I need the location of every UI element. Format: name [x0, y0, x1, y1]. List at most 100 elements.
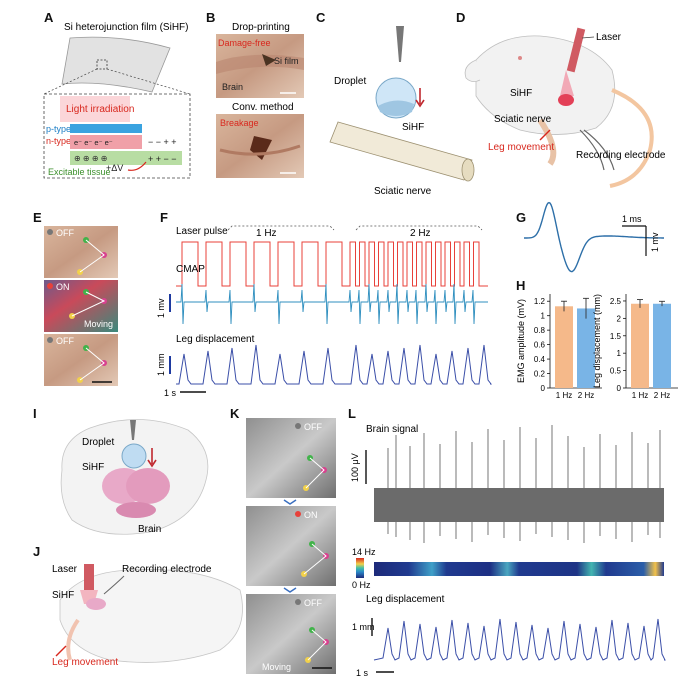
excitable-tissue-label: Excitable tissue — [48, 167, 111, 177]
laser-device — [566, 27, 586, 73]
sihf-title: Si heterojunction film (SiHF) — [64, 22, 188, 33]
x-tick-label: 1 Hz — [632, 391, 648, 400]
panel-letter-j: J — [33, 544, 40, 559]
svg-text:Brain signal: Brain signal — [366, 424, 418, 435]
svg-text:SiHF: SiHF — [402, 122, 424, 133]
y-axis-label: Leg displacement (mm) — [592, 294, 602, 388]
leg-displacement-trace-f — [176, 344, 492, 385]
svg-text:0 Hz: 0 Hz — [352, 580, 371, 590]
svg-text:SiHF: SiHF — [52, 590, 74, 601]
svg-text:+ + − −: + + − − — [148, 154, 177, 164]
x-tick-label: 2 Hz — [654, 391, 670, 400]
light-irradiation-label: Light irradiation — [66, 104, 134, 115]
svg-text:1 mm: 1 mm — [352, 622, 375, 632]
bar-emg-1 — [577, 308, 595, 388]
panel-a-schematic: Si heterojunction film (SiHF) Light irra… — [43, 22, 191, 179]
panel-letter-b: B — [206, 10, 215, 25]
y-tick-label: 1 — [541, 312, 546, 321]
photo-k-on — [246, 506, 336, 586]
excitable-tissue-layer — [70, 151, 182, 165]
panel-l-traces: Brain signal 100 μV 14 Hz 0 Hz Leg displ… — [350, 424, 666, 678]
panel-g-waveform: 1 ms 1 mv — [524, 201, 664, 273]
drop-printing-title: Drop-printing — [232, 22, 290, 33]
svg-text:Brain: Brain — [138, 524, 161, 535]
svg-text:2 Hz: 2 Hz — [410, 228, 431, 239]
bar-leg-1 — [653, 303, 671, 388]
panel-letter-c: C — [316, 10, 326, 25]
svg-text:OFF: OFF — [304, 422, 322, 432]
leg-displacement-trace-l — [373, 618, 666, 661]
svg-text:1 mm: 1 mm — [156, 354, 166, 377]
laser-pulse-trace — [176, 241, 488, 287]
svg-text:1 mv: 1 mv — [650, 232, 660, 252]
n-type-layer — [70, 135, 142, 149]
svg-text:+ΔV: +ΔV — [106, 163, 123, 173]
svg-text:1 mv: 1 mv — [156, 298, 166, 318]
conv-method-title: Conv. method — [232, 102, 294, 113]
y-axis-label: EMG amplitude (mV) — [516, 299, 526, 383]
svg-text:SiHF: SiHF — [510, 88, 532, 99]
y-tick-label: 0 — [617, 384, 622, 393]
y-tick-label: 2 — [617, 314, 622, 323]
photo-e-on — [44, 280, 118, 332]
photo-k-off-2 — [246, 594, 336, 674]
panel-letter-a: A — [44, 10, 54, 25]
y-tick-label: 0.2 — [534, 370, 546, 379]
sihf-film-sheet — [61, 36, 171, 93]
brain-signal-band — [374, 488, 664, 522]
svg-text:14 Hz: 14 Hz — [352, 547, 376, 557]
panel-k-photos: OFF ON OFF Moving — [246, 418, 336, 674]
y-tick-label: 1.5 — [610, 332, 622, 341]
frequency-colorbar — [356, 558, 364, 578]
svg-text:Leg displacement: Leg displacement — [176, 334, 255, 345]
svg-text:Laser pulse: Laser pulse — [176, 226, 228, 237]
svg-text:Droplet: Droplet — [82, 437, 114, 448]
svg-text:CMAP: CMAP — [176, 264, 205, 275]
svg-text:Moving: Moving — [84, 319, 113, 329]
svg-text:⊕ ⊕ ⊕ ⊕: ⊕ ⊕ ⊕ ⊕ — [74, 154, 107, 163]
svg-text:Sciatic nerve: Sciatic nerve — [374, 186, 432, 197]
svg-text:Laser: Laser — [52, 564, 78, 575]
panel-i-schematic: Droplet SiHF Brain — [60, 419, 209, 535]
svg-text:1 s: 1 s — [356, 668, 369, 678]
laser-device-j — [84, 564, 94, 590]
brain-signal-spikes — [387, 425, 661, 543]
p-type-layer — [70, 124, 142, 133]
panel-letter-k: K — [230, 406, 240, 421]
panel-d-schematic: Laser SiHF Sciatic nerve Leg movement Re… — [464, 27, 666, 188]
y-tick-label: 2.5 — [610, 297, 622, 306]
panel-f-traces: Laser pulse 1 Hz 2 Hz CMAP 1 mv Leg disp… — [156, 225, 492, 398]
bar-leg-0 — [631, 303, 649, 388]
x-tick-label: 1 Hz — [556, 391, 572, 400]
svg-text:ON: ON — [56, 282, 70, 292]
panel-j-schematic: Laser Recording electrode SiHF Leg movem… — [52, 564, 243, 668]
svg-text:Leg displacement: Leg displacement — [366, 594, 445, 605]
bar-emg-0 — [555, 306, 573, 388]
panel-b-photos: Drop-printing Damage-free Si film Brain … — [216, 22, 304, 178]
svg-text:Sciatic nerve: Sciatic nerve — [494, 114, 552, 125]
svg-text:Droplet: Droplet — [334, 76, 366, 87]
panel-letter-f: F — [160, 210, 168, 225]
y-tick-label: 0.8 — [534, 326, 546, 335]
panel-letter-d: D — [456, 10, 465, 25]
svg-text:OFF: OFF — [56, 336, 74, 346]
panel-letter-g: G — [516, 210, 526, 225]
panel-e-photos: OFF ON Moving OFF — [44, 226, 118, 386]
svg-text:− − + +: − − + + — [148, 137, 177, 147]
svg-text:e⁻ e⁻ e⁻ e⁻: e⁻ e⁻ e⁻ e⁻ — [74, 138, 113, 147]
x-tick-label: 2 Hz — [578, 391, 594, 400]
rat-body-d — [475, 35, 616, 135]
svg-text:1 s: 1 s — [164, 388, 177, 398]
y-tick-label: 0.4 — [534, 355, 546, 364]
svg-text:ON: ON — [304, 510, 318, 520]
single-cmap-waveform — [524, 201, 664, 273]
droplet-i — [121, 443, 147, 469]
svg-text:Laser: Laser — [596, 32, 622, 43]
cmap-trace — [176, 283, 488, 325]
p-type-label: p-type — [46, 124, 71, 134]
svg-text:OFF: OFF — [304, 598, 322, 608]
panel-c-schematic: Droplet SiHF Sciatic nerve — [329, 26, 475, 197]
